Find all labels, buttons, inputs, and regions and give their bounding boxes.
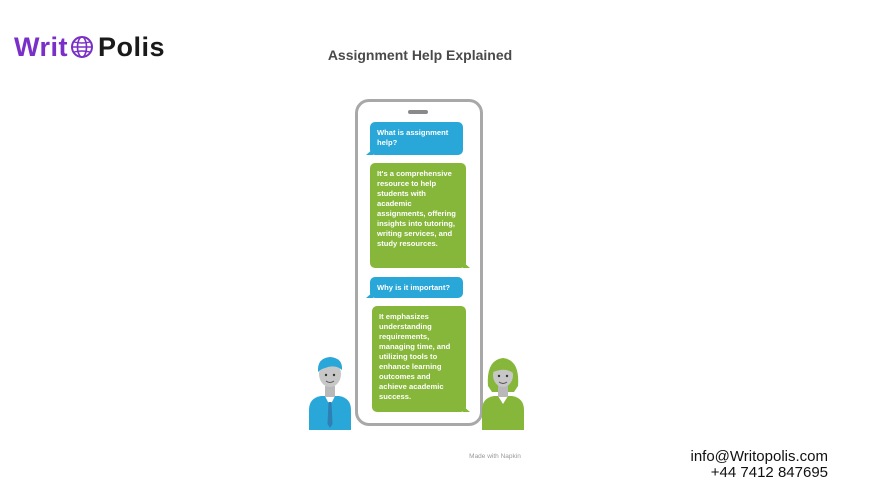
man-avatar-icon [309,357,351,430]
logo-text-polis: Polis [98,32,166,62]
contact-info: info@Writopolis.com +44 7412 847695 [691,449,829,481]
answer-bubble: It emphasizes understanding requirements… [372,306,470,412]
question-bubble: Why is it important? [366,277,463,298]
phone-speaker [408,110,428,114]
made-with-napkin: Made with Napkin [469,453,521,460]
contact-phone[interactable]: +44 7412 847695 [710,464,828,481]
brand-logo: Writ Polis [14,30,165,64]
phone-frame: What is assignment help? It's a comprehe… [355,99,483,426]
woman-avatar-icon [482,358,524,430]
globe-icon [71,36,93,58]
contact-email[interactable]: info@Writopolis.com [690,448,829,465]
logo-text-writ: Writ [14,32,68,62]
diagram-title: Assignment Help Explained [327,47,513,63]
question-bubble: What is assignment help? [366,122,463,155]
answer-bubble: It's a comprehensive resource to help st… [370,163,470,268]
